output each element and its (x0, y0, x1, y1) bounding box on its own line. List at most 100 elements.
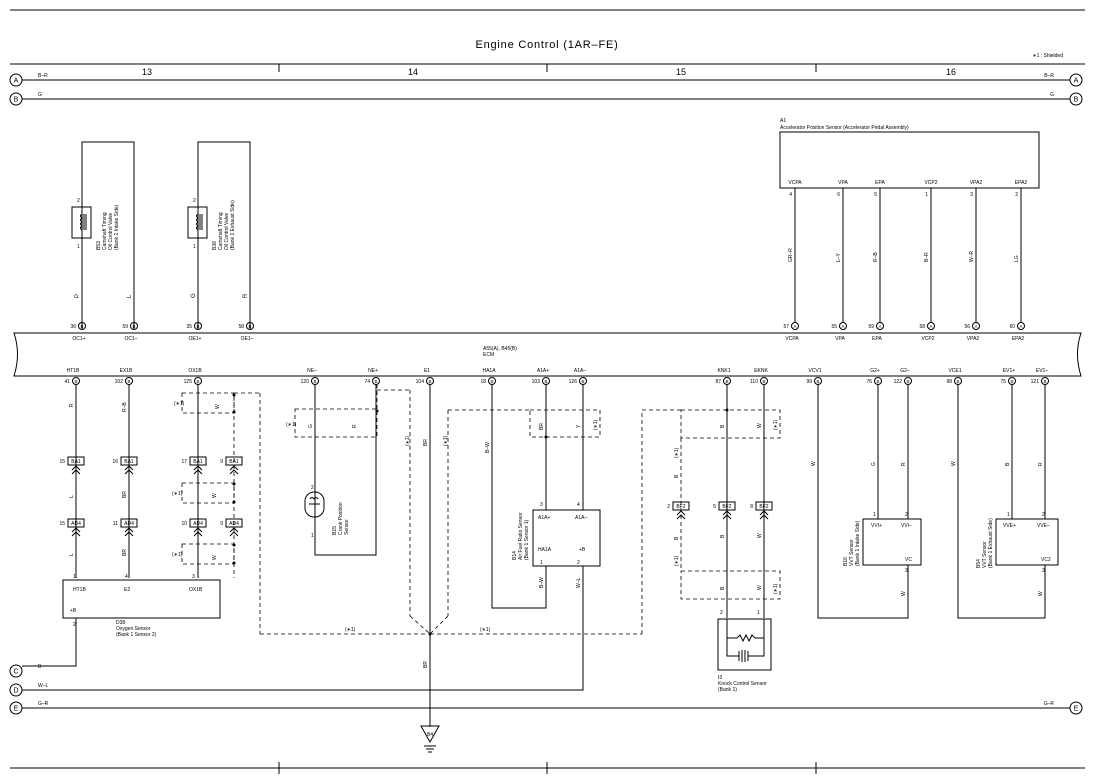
svg-text:1: 1 (925, 192, 928, 198)
svg-text:+B: +B (70, 608, 77, 614)
svg-text:A1A+: A1A+ (538, 515, 550, 521)
svg-text:Oil Control Valve: Oil Control Valve (108, 213, 114, 250)
ecm-pin-label: EPA (872, 336, 882, 342)
svg-text:R: R (69, 403, 75, 407)
svg-text:121: 121 (1031, 379, 1040, 385)
svg-text:VVT Sensor: VVT Sensor (982, 541, 988, 568)
svg-text:75: 75 (1000, 379, 1006, 385)
svg-text:2: 2 (311, 485, 314, 491)
junction-connector (120, 456, 138, 466)
svg-text:R: R (1038, 462, 1044, 466)
ecm-pin-label: E1 (424, 368, 430, 374)
svg-text:4: 4 (577, 502, 580, 508)
svg-text:(∗1): (∗1) (593, 419, 599, 430)
svg-text:L: L (69, 495, 75, 498)
ecm-pin-label: VCE1 (948, 368, 961, 374)
svg-text:(∗1): (∗1) (773, 419, 779, 430)
svg-text:A: A (1074, 78, 1079, 85)
junction-connector (225, 518, 243, 528)
svg-text:B: B (1074, 97, 1079, 104)
svg-text:B: B (720, 586, 726, 590)
ecm-pin-label: HA1A (482, 368, 496, 374)
b4-id: B4 (427, 732, 433, 738)
oxygen-sensor-section: R R–B W L BR L BR (∗1) (∗1) (∗1) W W (∗1… (22, 384, 428, 667)
svg-text:HT1B: HT1B (73, 587, 86, 593)
svg-text:R: R (901, 462, 907, 466)
svg-text:C: C (13, 669, 18, 676)
svg-text:(Bank 1): (Bank 1) (718, 687, 737, 693)
svg-text:A: A (14, 78, 19, 85)
ecm-pin (876, 322, 884, 330)
svg-text:E: E (14, 706, 19, 713)
svg-text:+B: +B (579, 547, 586, 553)
ecm-pin (972, 322, 980, 330)
i3-id: I3 (718, 675, 722, 681)
svg-text:1: 1 (193, 244, 196, 250)
b54-id: B54 (976, 559, 982, 568)
page-title: Engine Control (1AR–FE) (475, 39, 618, 51)
svg-text:10: 10 (181, 521, 187, 527)
svg-text:2: 2 (905, 512, 908, 518)
svg-text:VPA2: VPA2 (970, 180, 983, 186)
svg-text:3: 3 (905, 568, 908, 574)
svg-text:R–B: R–B (122, 402, 128, 412)
vvt-sensor-exhaust: W B R VVE+ VVE– VC2 1 2 3 W B54 VVT Sens… (951, 384, 1059, 619)
svg-text:AD4: AD4 (124, 521, 134, 527)
svg-text:B–R: B–R (924, 252, 930, 262)
svg-text:11: 11 (113, 521, 118, 527)
svg-text:59: 59 (122, 324, 128, 330)
svg-text:5: 5 (713, 504, 716, 510)
svg-text:W–L: W–L (38, 683, 49, 689)
svg-text:Knock Control Sensor: Knock Control Sensor (718, 681, 767, 687)
junction-connector (225, 456, 243, 466)
svg-text:EPA: EPA (875, 180, 885, 186)
section-number: 16 (946, 67, 956, 77)
svg-text:9: 9 (220, 521, 223, 527)
svg-text:B: B (196, 379, 199, 384)
svg-text:B–R: B–R (1044, 73, 1054, 79)
svg-text:VPA: VPA (838, 180, 848, 186)
bus-line-d (22, 688, 584, 691)
b15-id: B15 (332, 526, 338, 535)
svg-text:W: W (212, 555, 218, 560)
ecm-pin-label: EX1B (120, 368, 133, 374)
svg-text:VVT Sensor: VVT Sensor (849, 539, 855, 566)
svg-text:1: 1 (1007, 512, 1010, 518)
svg-text:BF2: BF2 (676, 504, 685, 510)
svg-text:9: 9 (220, 459, 223, 465)
svg-text:Sensor: Sensor (344, 519, 350, 535)
svg-text:2: 2 (577, 560, 580, 566)
svg-text:VVI+: VVI+ (871, 523, 882, 529)
junction-connector (120, 518, 138, 528)
svg-text:57: 57 (783, 324, 789, 330)
svg-text:R: R (243, 293, 249, 298)
svg-text:B: B (720, 424, 726, 428)
svg-text:103: 103 (532, 379, 541, 385)
svg-text:B: B (816, 379, 819, 384)
svg-text:BR: BR (539, 423, 545, 430)
svg-text:120: 120 (301, 379, 310, 385)
svg-text:B: B (490, 379, 493, 384)
crank-sensor-coil-icon (309, 497, 320, 505)
svg-text:Air Fuel Ratio Sensor: Air Fuel Ratio Sensor (518, 512, 524, 560)
svg-text:BA1: BA1 (193, 459, 203, 465)
svg-text:3: 3 (540, 502, 543, 508)
svg-text:2: 2 (193, 198, 196, 204)
svg-text:W: W (901, 591, 907, 596)
section-number: 15 (676, 67, 686, 77)
svg-text:2: 2 (720, 610, 723, 616)
svg-text:1: 1 (77, 244, 80, 250)
svg-text:R–B: R–B (873, 252, 879, 262)
ecm-ground: (∗1) BR (∗1) (∗1) BR B4 (377, 384, 681, 753)
knock-control-sensor: B W (∗1) (∗1) B B (∗1) B W B W (∗1) 2 1 … (674, 384, 781, 693)
solenoid-coil-icon (80, 213, 87, 231)
svg-text:74: 74 (364, 379, 370, 385)
svg-text:35: 35 (186, 324, 192, 330)
svg-text:3: 3 (970, 192, 973, 198)
ecm-pin (927, 322, 935, 330)
svg-text:59: 59 (868, 324, 874, 330)
svg-text:L: L (69, 553, 75, 556)
svg-text:A: A (929, 324, 932, 329)
svg-text:(∗1): (∗1) (674, 555, 680, 566)
svg-text:A: A (878, 324, 881, 329)
